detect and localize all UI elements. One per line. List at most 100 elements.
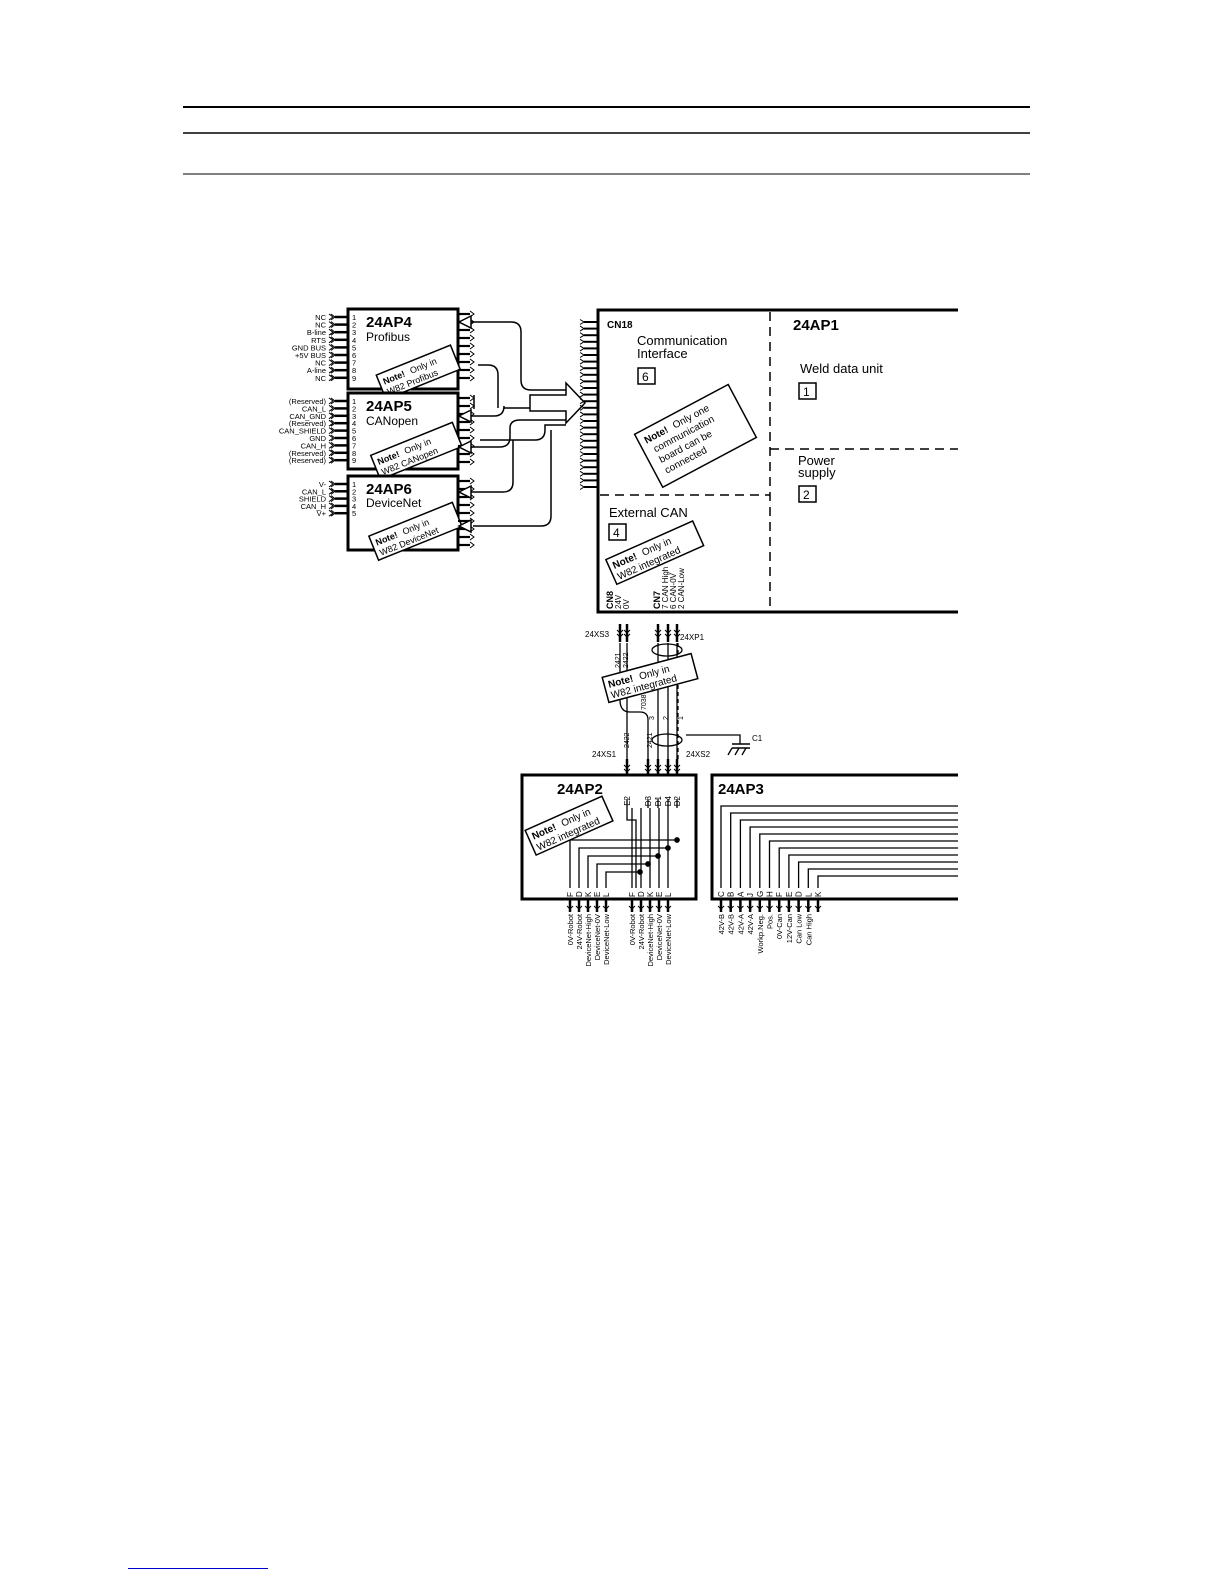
connector-bottom-pin-symbol xyxy=(654,764,662,773)
cn18-pin xyxy=(579,365,585,372)
output-pin-symbol xyxy=(469,350,475,358)
ap2-top-pin-label: D1 xyxy=(654,795,663,806)
ap2-internal-wire xyxy=(605,871,640,888)
footnote-rule xyxy=(128,1568,268,1569)
ap6-id: 24AP6 xyxy=(366,481,412,498)
cn18-pin xyxy=(579,411,585,418)
ap2-signal-label: DeviceNet-Low xyxy=(602,913,611,964)
ap2-signal-label: DeviceNet-Low xyxy=(664,913,673,964)
ap4-pin-signal: NC xyxy=(315,313,326,322)
ap3-bottom-pin-symbol xyxy=(785,905,793,910)
ap2-signal-label: DeviceNet-High xyxy=(584,914,593,967)
ap5-pin-signal: CAN_L xyxy=(302,404,326,413)
ap2-bottom-pin-symbol xyxy=(664,905,672,910)
cn18-pin xyxy=(579,319,585,325)
ap4-pin-number: 4 xyxy=(352,336,356,345)
output-pin-symbol xyxy=(469,374,475,382)
ap5-pin-number: 2 xyxy=(352,404,356,413)
ap5-pin-signal: (Reserved) xyxy=(289,456,327,465)
ap6-pin-number: 5 xyxy=(352,509,356,518)
ap4-pin-symbol xyxy=(328,359,336,366)
ap2-bottom-pin-label: L xyxy=(602,892,611,897)
cn18-pin xyxy=(579,444,585,451)
ap6-pin-signal: V- xyxy=(319,480,327,489)
ap3-signal-label: Can High xyxy=(804,914,813,945)
ap1-id: 24AP1 xyxy=(793,317,839,334)
ap4-pin-number: 3 xyxy=(352,328,356,337)
extcan-number: 4 xyxy=(613,526,620,540)
ap5-pin-number: 5 xyxy=(352,427,356,436)
cn7-pin1: 7 CAN High xyxy=(661,567,670,609)
xs3-label: 24XS3 xyxy=(585,630,610,639)
output-pin-symbol xyxy=(469,434,475,442)
output-pin-symbol xyxy=(469,501,475,509)
ap3-bottom-pin-label: G xyxy=(756,891,765,897)
output-pin-symbol xyxy=(469,533,475,541)
ap3-internal-wire xyxy=(778,847,958,888)
ap6-pin-symbol xyxy=(328,495,336,502)
ap6-pin-number: 4 xyxy=(352,502,356,511)
ap5-pin-symbol xyxy=(328,405,336,412)
ap2-signal-label: 0V-Robot xyxy=(566,913,575,945)
ap4-pin-symbol xyxy=(328,313,336,321)
cn18-pin xyxy=(579,457,585,464)
ap3-internal-wire xyxy=(730,812,958,888)
ap6-pin-signal: CAN_H xyxy=(301,502,326,511)
ap4-id: 24AP4 xyxy=(366,314,413,331)
ap3-signal-label: 42V-A xyxy=(746,914,755,934)
module-output-pins xyxy=(458,310,475,549)
ap5-pin-signal: CAN_H xyxy=(301,441,326,450)
note-only-one-board: Note! Only one communication board can b… xyxy=(633,383,758,489)
ap3-internal-wire xyxy=(768,840,958,888)
ap4-pin-signal: NC xyxy=(315,374,326,383)
ap3-bottom-pin-label: E xyxy=(785,892,794,897)
ap6-name: DeviceNet xyxy=(366,496,422,510)
ap3-bottom-pin-label: C xyxy=(717,891,726,897)
ap3-bottom-pin-label: D xyxy=(795,891,804,897)
ap6-pin-symbol xyxy=(328,509,336,517)
cn18-pin xyxy=(579,477,585,484)
ap3-internal-wire xyxy=(759,833,958,888)
ap4-pin-symbol xyxy=(328,351,336,359)
ap5-pin-symbol xyxy=(328,397,336,405)
ap5-pin-signal: (Reserved) xyxy=(289,397,327,406)
xs1-label: 24XS1 xyxy=(592,750,617,759)
ap2-top-pin-label: D2 xyxy=(673,795,682,806)
ap4-pin-number: 2 xyxy=(352,321,356,330)
cn7-pin2: 6 CAN-0V xyxy=(669,572,678,609)
ap6-pin-symbol xyxy=(328,480,336,488)
ap5-pin-symbol xyxy=(328,456,336,464)
cn18-pin xyxy=(579,418,585,424)
ap3-bottom-pin-symbol xyxy=(737,905,744,910)
ap3-internal-wire xyxy=(817,875,958,888)
weld-number: 1 xyxy=(803,385,810,399)
cn7-label: CN7 xyxy=(652,591,662,609)
ap2-top-pin-label: E2 xyxy=(623,795,632,805)
ap2-bottom-pin-label: L xyxy=(664,892,673,897)
ap3-internal-wire xyxy=(788,854,958,888)
ap5-pin-symbol xyxy=(328,412,336,420)
ap4-pin-signal: NC xyxy=(315,321,326,330)
bus-lines xyxy=(457,314,587,534)
ap2-bottom-pin-symbol xyxy=(602,905,610,910)
ap3-bottom-pin-symbol xyxy=(795,905,802,910)
weld-label: Weld data unit xyxy=(800,361,883,376)
ap3-id: 24AP3 xyxy=(718,781,764,798)
ap4-pin-signal: B-line xyxy=(307,328,326,337)
ap2-bottom-pin-symbol xyxy=(637,905,645,910)
ap2-bottom-pin-symbol xyxy=(575,905,583,910)
ap2-internal-wire xyxy=(587,855,658,888)
ap4-pin-number: 1 xyxy=(352,313,356,322)
ap4-pin-number: 5 xyxy=(352,343,356,352)
inter-board-wiring: 24XS3 24XP1 2421 2422 7038 1 2 3 2422 24… xyxy=(585,624,763,777)
connector-bottom-pin-symbol xyxy=(644,764,652,773)
ap3-internal-wire xyxy=(807,868,958,888)
ap3-signal-label: 42V-B xyxy=(717,914,726,934)
ap5-name: CANopen xyxy=(366,414,418,428)
ap2-bottom-pin-label: K xyxy=(646,891,655,897)
ap5-pin-symbol xyxy=(328,419,336,427)
ap5-pin-number: 4 xyxy=(352,419,356,428)
cn18-pin xyxy=(579,464,585,471)
xs2-label: 24XS2 xyxy=(686,750,711,759)
wire-2421: 2421 xyxy=(615,652,622,668)
